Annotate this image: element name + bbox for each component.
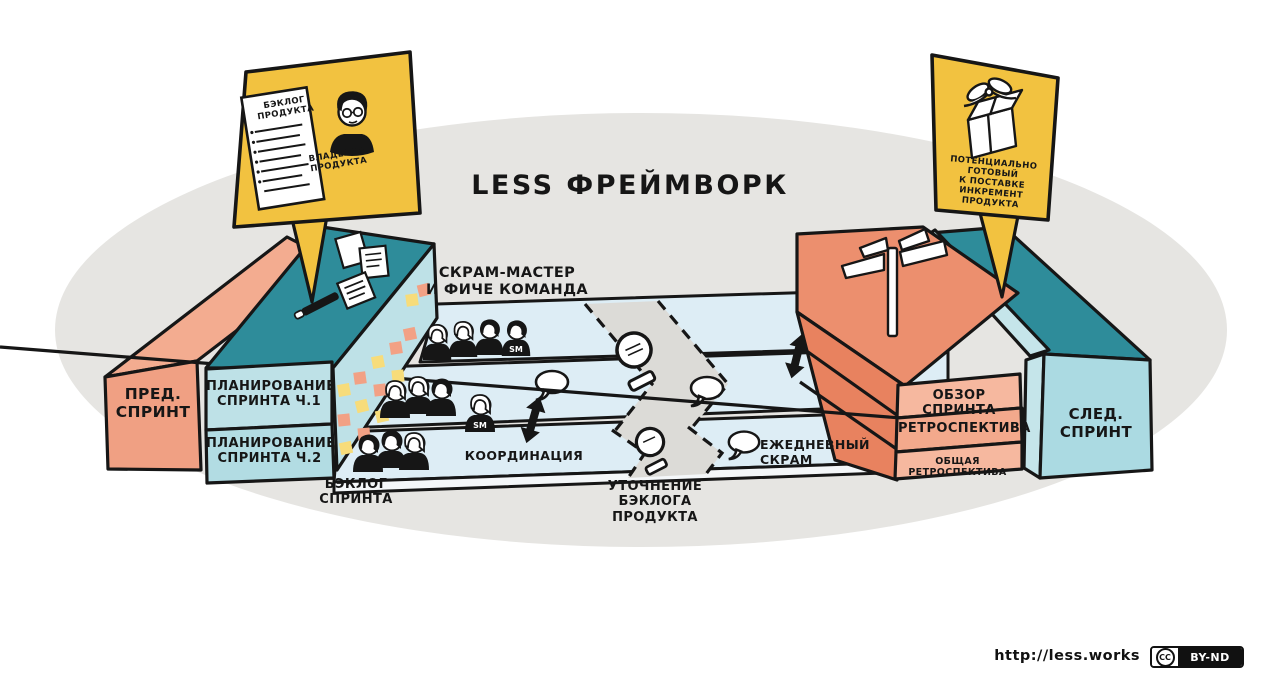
product-backlog-callout bbox=[232, 50, 422, 304]
planning2-face bbox=[204, 422, 336, 485]
gift-icon bbox=[963, 77, 1024, 160]
prev-sprint-block bbox=[103, 235, 332, 472]
planning-papers bbox=[293, 230, 390, 320]
double-arrow-icon bbox=[520, 333, 809, 444]
magnifier-icon bbox=[615, 331, 668, 476]
page-title: LESS ФРЕЙМВОРК bbox=[471, 170, 789, 201]
product-backlog-document-icon bbox=[239, 85, 326, 211]
speech-bubble-icon bbox=[534, 369, 761, 461]
daily-scrum-label: ЕЖЕДНЕВНЫЙ СКРАМ bbox=[760, 437, 870, 467]
prev-sprint-label: ПРЕД. СПРИНТ bbox=[115, 385, 191, 422]
overall-retrospective-label: ОБЩАЯ РЕТРОСПЕКТИВА bbox=[908, 456, 1007, 479]
retrospective-label: РЕТРОСПЕКТИВА bbox=[898, 421, 1031, 436]
pen-icon bbox=[293, 292, 339, 320]
sm-badge: SM bbox=[509, 345, 523, 354]
increment-label: ПОТЕНЦИАЛЬНО ГОТОВЫЙ К ПОСТАВКЕ ИНКРЕМЕН… bbox=[949, 154, 1038, 211]
signpost-icon bbox=[840, 227, 949, 338]
refinement-label: УТОЧНЕНИЕ БЭКЛОГА ПРОДУКТА bbox=[607, 479, 703, 525]
license-type: BY-ND bbox=[1178, 648, 1242, 666]
cc-license-badge: CC BY-ND bbox=[1150, 646, 1244, 668]
coordination-label: КООРДИНАЦИЯ bbox=[464, 448, 584, 463]
sm-badge: SM bbox=[473, 421, 487, 430]
sticky-notes bbox=[337, 282, 432, 456]
next-sprint-label: СЛЕД. СПРИНТ bbox=[1059, 405, 1133, 441]
increment-callout bbox=[930, 53, 1060, 299]
planning1-label: ПЛАНИРОВАНИЕ СПРИНТА Ч.1 bbox=[206, 379, 336, 410]
team-label: СКРАМ-МАСТЕР И ФИЧЕ КОМАНДА bbox=[425, 265, 589, 299]
cc-icon: CC bbox=[1152, 648, 1178, 666]
feature-team-lane3 bbox=[352, 430, 430, 473]
feature-team-lane1: SM bbox=[421, 318, 532, 361]
less-works-link[interactable]: http://less.works bbox=[994, 648, 1140, 664]
product-owner-icon bbox=[330, 91, 374, 156]
review-label: ОБЗОР СПРИНТА bbox=[922, 388, 996, 419]
planning2-label: ПЛАНИРОВАНИЕ СПРИНТА Ч.2 bbox=[206, 436, 336, 467]
feature-team-lane2: SM bbox=[379, 376, 496, 433]
sprint-backlog-label: БЭКЛОГ СПРИНТА bbox=[319, 477, 393, 508]
